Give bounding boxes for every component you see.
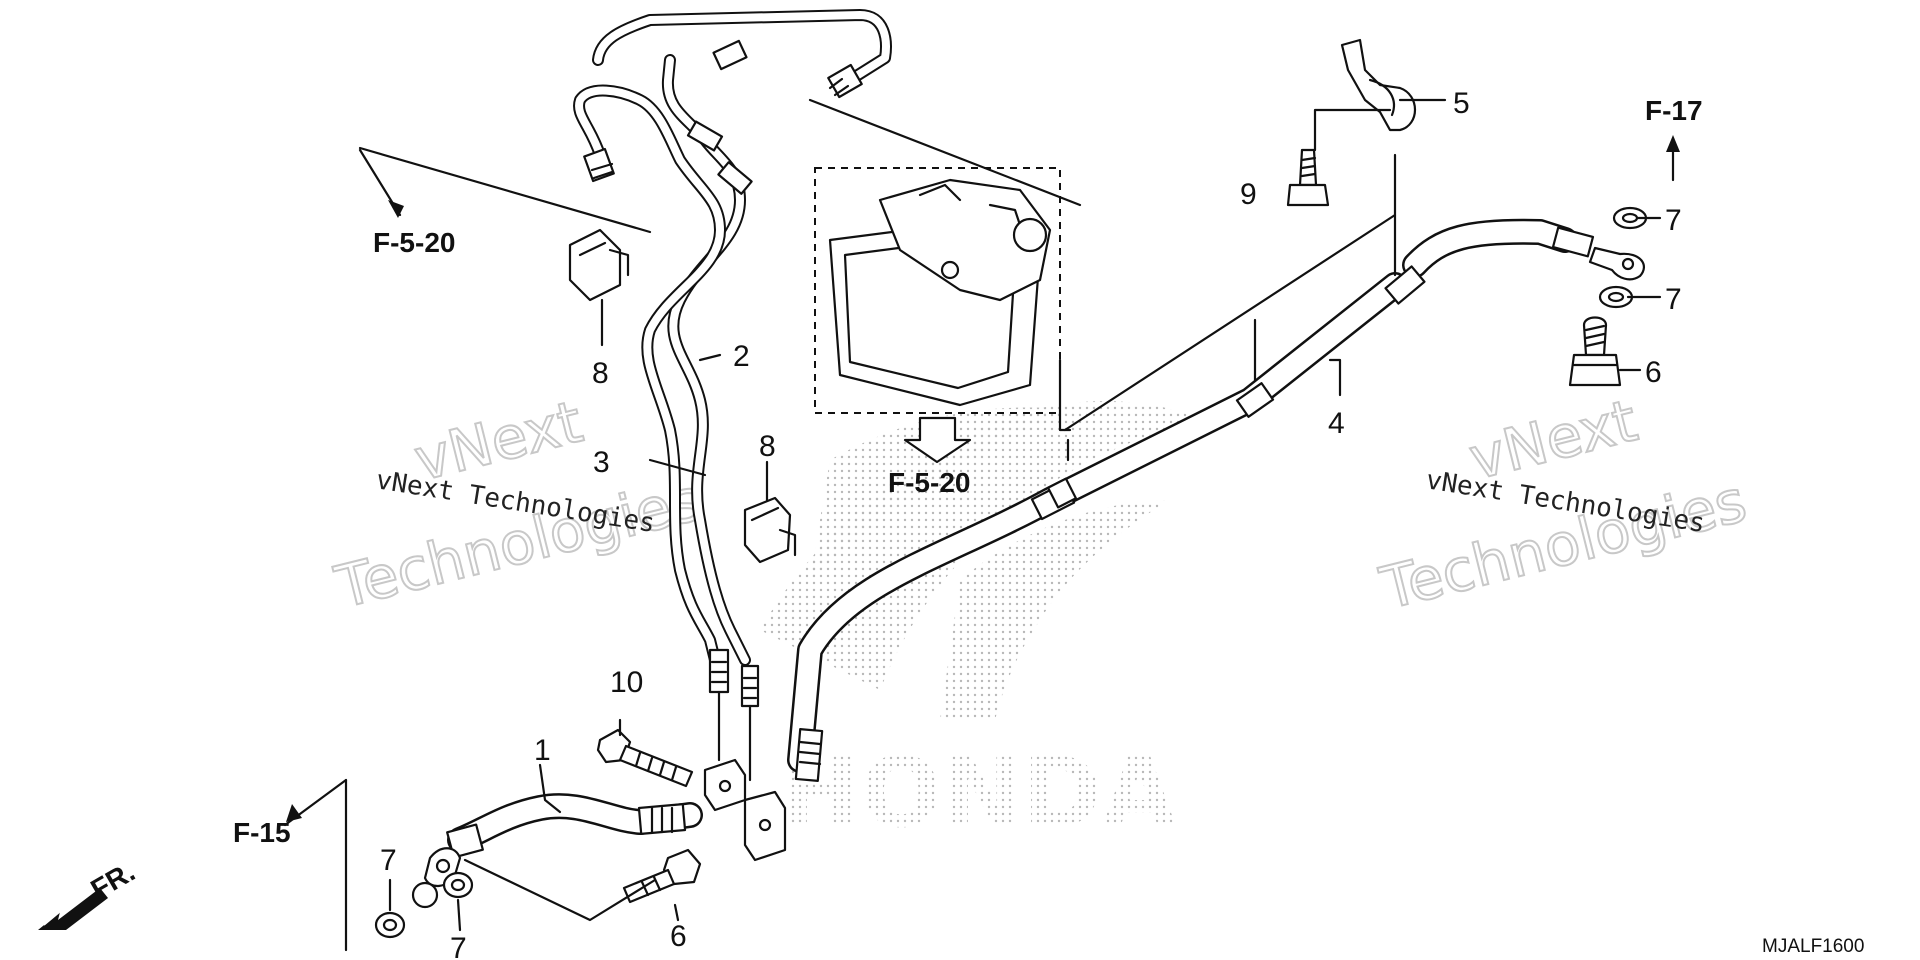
- label-part-4: 4: [1328, 407, 1345, 440]
- flare-nut-left: [583, 147, 615, 183]
- abs-modulator: [814, 167, 1061, 414]
- label-part-3: 3: [593, 446, 610, 479]
- brake-pipes: [573, 9, 892, 666]
- label-part-8-lower: 8: [759, 430, 776, 463]
- label-part-7-d: 7: [450, 932, 467, 960]
- label-part-8-upper: 8: [592, 357, 609, 390]
- watermark-left: vNext Technologies vNext Technologies: [328, 386, 709, 622]
- honda-logo-text: HONDA: [780, 737, 1176, 849]
- ref-f5-20-mid: F-5-20: [888, 467, 970, 498]
- bolt-6-lower: [622, 848, 702, 904]
- washers: [374, 206, 1648, 939]
- label-part-6-upper: 6: [1645, 356, 1662, 389]
- pipe-bottom-fittings: [703, 648, 787, 862]
- bolt-6-upper: [1568, 316, 1622, 387]
- watermark-right: vNext Technologies vNext Technologies: [1373, 385, 1754, 624]
- ref-f5-20-left: F-5-20: [373, 227, 455, 258]
- bracket-5: [1340, 38, 1416, 132]
- bolt-9: [1286, 148, 1330, 207]
- honda-wing-watermark: HONDA: [760, 401, 1200, 849]
- front-arrow-icon: [38, 888, 108, 930]
- label-part-6-lower: 6: [670, 920, 687, 953]
- label-part-9: 9: [1240, 178, 1257, 211]
- ref-f17: F-17: [1645, 95, 1703, 126]
- arrow-markers: [286, 135, 1680, 822]
- clamp-8-upper: [568, 228, 630, 302]
- part-number-labels: 2 3 8 8 5 9 4 7 7 6 10 1 7 7 6: [380, 87, 1682, 960]
- bolt-10: [596, 728, 694, 788]
- label-part-5: 5: [1453, 87, 1470, 120]
- label-part-10: 10: [610, 666, 643, 699]
- reference-labels: F-5-20 F-5-20 F-17 F-15: [233, 95, 1703, 848]
- label-part-2: 2: [733, 340, 750, 373]
- ref-f15: F-15: [233, 817, 291, 848]
- label-part-1: 1: [534, 734, 551, 767]
- label-part-7-a: 7: [1665, 204, 1682, 237]
- brake-hose-4: [787, 218, 1645, 782]
- abs-dashed-frame: [814, 167, 1061, 414]
- brake-hose-1: [423, 793, 703, 887]
- label-part-7-c: 7: [380, 844, 397, 877]
- clamp-8-lower: [743, 496, 797, 564]
- diagram-code: MJALF1600: [1762, 936, 1864, 957]
- label-part-7-b: 7: [1665, 283, 1682, 316]
- flare-nut-top: [827, 63, 863, 99]
- down-arrow-icon: [903, 416, 972, 464]
- front-direction-indicator: FR.: [38, 856, 140, 930]
- leader-lines: [283, 98, 1675, 952]
